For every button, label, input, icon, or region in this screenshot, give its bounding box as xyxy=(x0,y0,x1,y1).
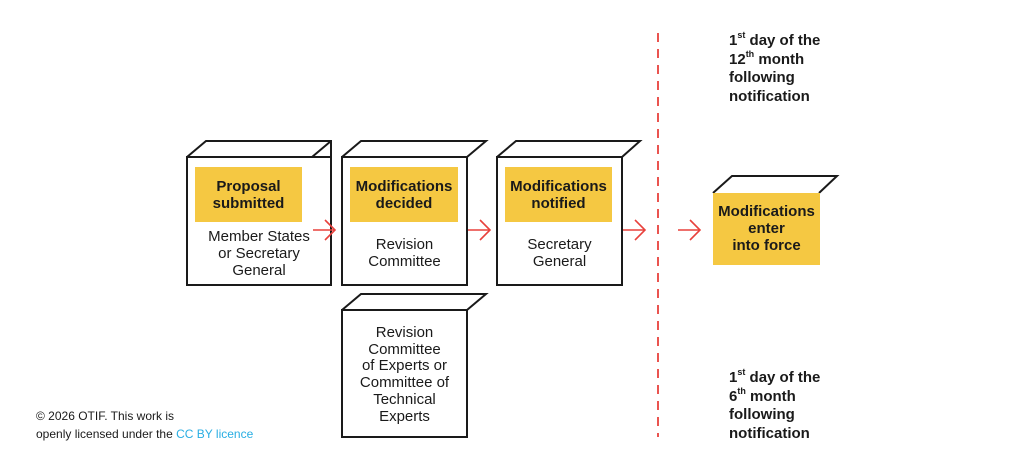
copyright-line-2: openly licensed under the CC BY licence xyxy=(36,427,254,441)
arrow-2 xyxy=(468,219,492,241)
final-title: Modifications enter into force xyxy=(718,203,815,254)
step-2-title: Modifications decided xyxy=(355,178,453,212)
licence-link[interactable]: CC BY licence xyxy=(176,427,254,441)
step-2-highlight xyxy=(350,167,458,222)
copyright-line-1: © 2026 OTIF. This work is xyxy=(36,409,174,423)
step-3-title: Modifications notified xyxy=(510,178,607,212)
final-highlight xyxy=(713,193,820,265)
step-1-title: Proposal submitted xyxy=(212,178,285,212)
alternate-body-label: Revision Committee of Experts or Committ… xyxy=(359,324,450,425)
alternate-body-box xyxy=(341,293,489,438)
step-1-actor: Member States or Secretary General xyxy=(208,228,310,279)
step-3-actor: Secretary General xyxy=(527,236,592,270)
note-12th-month: 1st day of the 12th month following noti… xyxy=(729,30,821,105)
step-1-highlight xyxy=(195,167,302,222)
copyright-notice: © 2026 OTIF. This work is openly license… xyxy=(36,407,253,443)
step-2-actor: Revision Committee xyxy=(368,236,441,270)
arrow-1 xyxy=(313,219,337,241)
final-box xyxy=(712,175,840,194)
note-6th-month: 1st day of the 6th month following notif… xyxy=(729,367,821,442)
arrow-3 xyxy=(623,219,647,241)
step-3-highlight xyxy=(505,167,612,222)
arrow-4 xyxy=(678,219,702,241)
